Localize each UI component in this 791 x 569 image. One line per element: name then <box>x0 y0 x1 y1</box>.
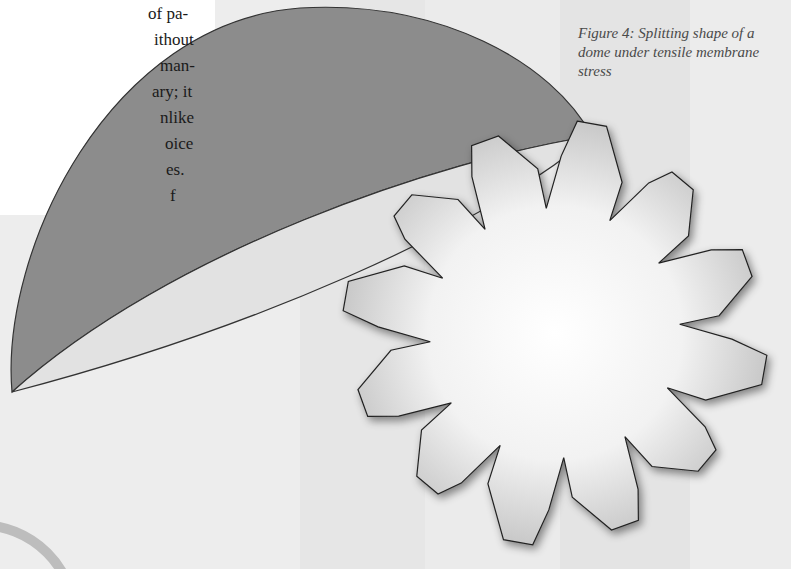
body-text-fragment: nlike <box>160 108 194 128</box>
body-text-fragment: man- <box>160 56 195 76</box>
body-text-fragment: ary; it <box>152 82 192 102</box>
splitting-shape <box>343 121 767 545</box>
body-text-fragment: es. <box>166 160 184 180</box>
body-text-fragment: oice <box>165 134 193 154</box>
ring-decoration <box>0 525 75 569</box>
figure-caption: Figure 4: Splitting shape of a dome unde… <box>578 24 778 81</box>
body-text-fragment: f <box>170 186 176 206</box>
body-text-fragment: ithout <box>154 30 194 50</box>
body-text-fragment: of pa- <box>148 4 188 24</box>
